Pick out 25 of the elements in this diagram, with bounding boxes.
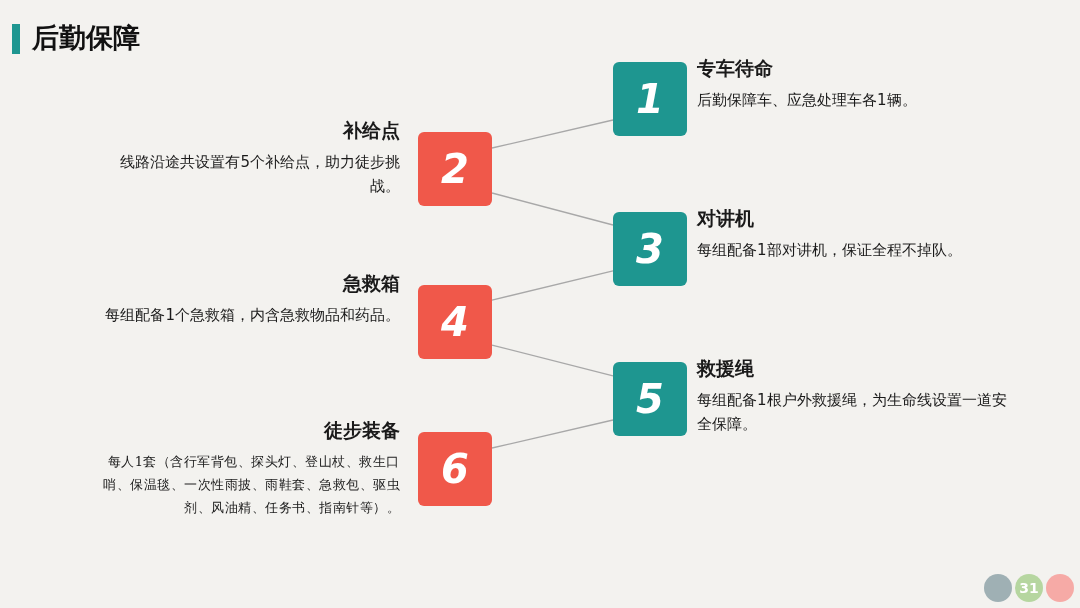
item-description: 线路沿途共设置有5个补给点，助力徒步挑战。 — [119, 152, 400, 197]
item-description: 每人1套（含行军背包、探头灯、登山杖、救生口哨、保温毯、一次性雨披、雨鞋套、急救包、驱虫剂、风油精、任务书、指南针等）。 — [102, 453, 400, 517]
step-number: 2 — [440, 145, 470, 194]
item-heading: 徒步装备 — [322, 418, 400, 443]
connector-line — [491, 119, 614, 149]
connector-line — [491, 419, 614, 449]
item-description: 每组配备1个急救箱，内含急救物品和药品。 — [104, 305, 400, 326]
connector-line — [491, 270, 614, 301]
item-heading: 急救箱 — [341, 271, 400, 296]
connector-line — [491, 344, 614, 377]
step-number: 6 — [440, 445, 470, 494]
item-description: 每组配备1部对讲机，保证全程不掉队。 — [697, 240, 963, 261]
step-number: 1 — [635, 75, 665, 124]
step-number: 3 — [635, 225, 665, 274]
page-number: 31 — [1015, 574, 1043, 602]
item-heading: 救援绳 — [697, 356, 755, 381]
item-heading: 对讲机 — [697, 206, 755, 231]
item-heading: 补给点 — [341, 118, 400, 143]
page-title: 后勤保障 — [32, 21, 140, 55]
step-number: 4 — [440, 298, 470, 347]
item-description: 后勤保障车、应急处理车各1辆。 — [697, 90, 918, 111]
item-heading: 专车待命 — [697, 56, 774, 81]
item-description: 每组配备1根户外救援绳，为生命线设置一道安全保障。 — [697, 390, 1007, 435]
step-number: 5 — [635, 375, 665, 424]
connector-line — [491, 192, 614, 226]
